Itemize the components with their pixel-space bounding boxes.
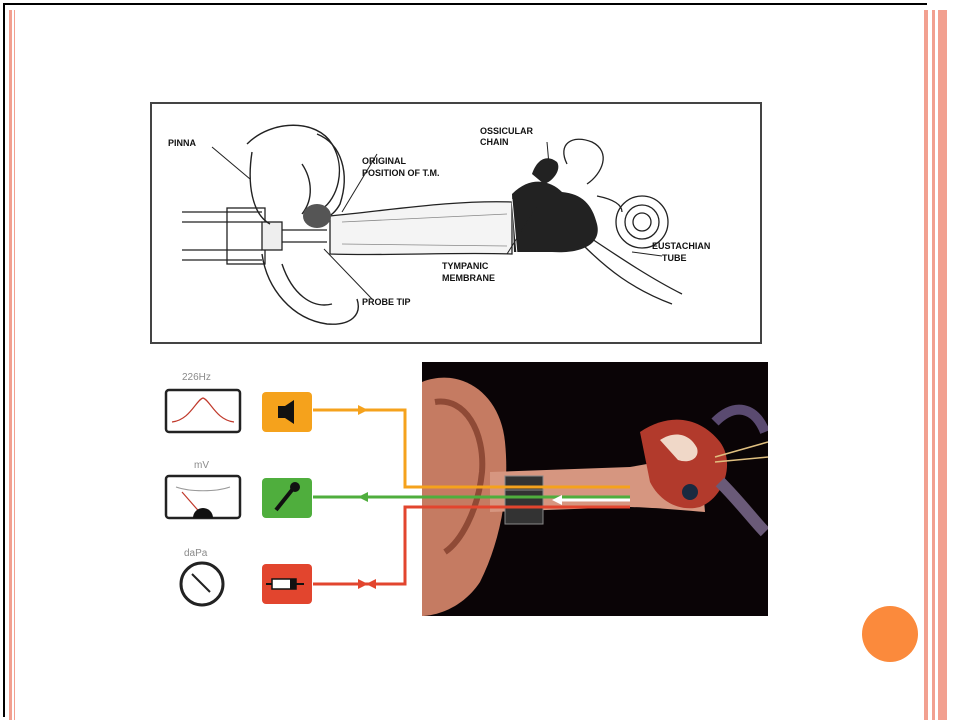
ear-canal [330,202,512,255]
left-border [3,3,5,717]
microphone-arrow [358,492,368,502]
probe-block [505,476,543,524]
middle-ear [512,158,598,254]
left-accent-stripe [9,10,12,720]
ossicular-chain-label-2: CHAIN [480,137,509,147]
speaker-arrow [358,405,368,415]
frequency-meter [166,390,240,432]
right-accent-stripe [924,10,928,720]
ossicular-chain-label-1: OSSICULAR [480,126,534,136]
frequency-meter-label: 226Hz [182,372,211,383]
original-position-label-1: ORIGINAL [362,156,407,166]
pressure-meter-label: daPa [184,548,208,559]
probe-tip-label: PROBE TIP [362,297,411,307]
eustachian-label-1: EUSTACHIAN [652,241,710,251]
ear-probe-line-diagram: PINNA OSSICULAR CHAIN ORIGINAL POSITION … [150,102,762,344]
pinna-label: PINNA [168,138,197,148]
right-accent-stripe-2 [932,10,935,720]
decorative-orange-circle [862,606,918,662]
original-position-label-2: POSITION OF T.M. [362,168,440,178]
left-accent-stripe-thin [14,10,15,720]
probe-plug [303,204,331,228]
voltage-meter-label: mV [194,460,209,471]
tympanic-label-2: MEMBRANE [442,273,495,283]
tympanic-label-1: TYMPANIC [442,261,489,271]
eustachian-label-2: TUBE [662,253,687,263]
right-accent-stripe-3 [938,10,947,720]
tympanometry-schematic: 226Hz mV daPa [160,362,768,616]
top-border [3,3,927,5]
